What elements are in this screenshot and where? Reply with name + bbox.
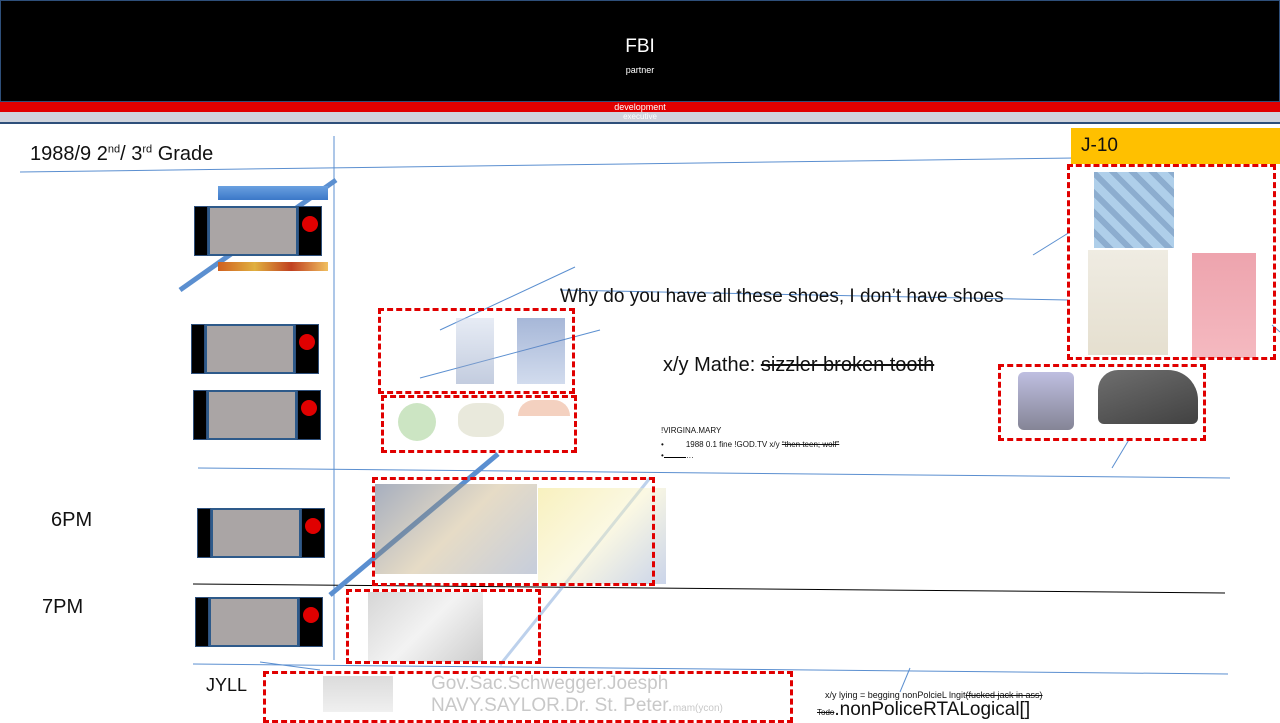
- highlight-box: [1067, 164, 1276, 360]
- todo-line: Todo.nonPoliceRTALogical[]: [817, 699, 1031, 720]
- phone-device: [194, 206, 324, 256]
- marbles-photo: [398, 403, 436, 441]
- j10-badge-label: J-10: [1081, 135, 1118, 156]
- lying-note: x/y lying = begging nonPolcieL lngit(fuc…: [825, 690, 1043, 700]
- highlight-box: [998, 364, 1206, 441]
- highlight-box: [378, 308, 575, 394]
- header-gray-band: executive: [0, 112, 1280, 124]
- note-bullet-1: •1988 0.1 fine !GOD.TV x/y “then teen; w…: [661, 440, 840, 449]
- vinyl-cover-photo: [368, 592, 483, 662]
- header-title: FBI: [625, 36, 655, 57]
- red-pants-photo: [1192, 253, 1256, 358]
- label-6pm: 6PM: [51, 509, 93, 531]
- slinky-photo: [518, 400, 570, 416]
- phone-device: [195, 597, 325, 647]
- crowd-photo: [218, 262, 328, 271]
- virgina-note: !VIRGINA.MARY: [661, 426, 722, 435]
- note-bullet-2: •…: [661, 451, 694, 460]
- navy-name: NAVY.SAYLOR.Dr. St. Peter.mam(ycon): [431, 695, 723, 716]
- highlight-box: [381, 395, 577, 453]
- header-red-band: development: [0, 102, 1280, 112]
- label-jyll: JYLL: [206, 675, 248, 695]
- j10-badge: J-10: [1071, 128, 1280, 164]
- shoes-quote: Why do you have all these shoes, I don’t…: [560, 286, 1004, 307]
- sky-photo: [218, 186, 328, 200]
- grade-heading: 1988/9 2nd/ 3rd Grade: [30, 143, 214, 165]
- highlight-box: [346, 589, 541, 664]
- header-subtitle: partner: [625, 65, 655, 75]
- toy-box-photo: [517, 318, 565, 384]
- mathe-line: x/y Mathe: sizzler broken tooth: [663, 354, 935, 376]
- label-7pm: 7PM: [42, 596, 84, 618]
- roller-skates-photo: [538, 488, 666, 584]
- phone-device: [193, 390, 323, 440]
- plaid-shirt-photo: [1094, 172, 1174, 248]
- roller-skate-photo: [375, 484, 537, 574]
- gov-name: Gov.Sac.Schwegger.Joesph: [431, 673, 669, 694]
- header-bar: [0, 0, 1280, 102]
- hightop-shoe-photo: [1018, 372, 1074, 430]
- khaki-pants-photo: [1088, 250, 1168, 355]
- phone-device: [197, 508, 327, 558]
- portrait-photo: [323, 676, 393, 712]
- coins-photo: [458, 403, 504, 437]
- toy-figure-photo: [456, 318, 494, 384]
- highlight-box: [372, 477, 655, 586]
- phone-device: [191, 324, 321, 374]
- sneaker-photo: [1098, 370, 1198, 424]
